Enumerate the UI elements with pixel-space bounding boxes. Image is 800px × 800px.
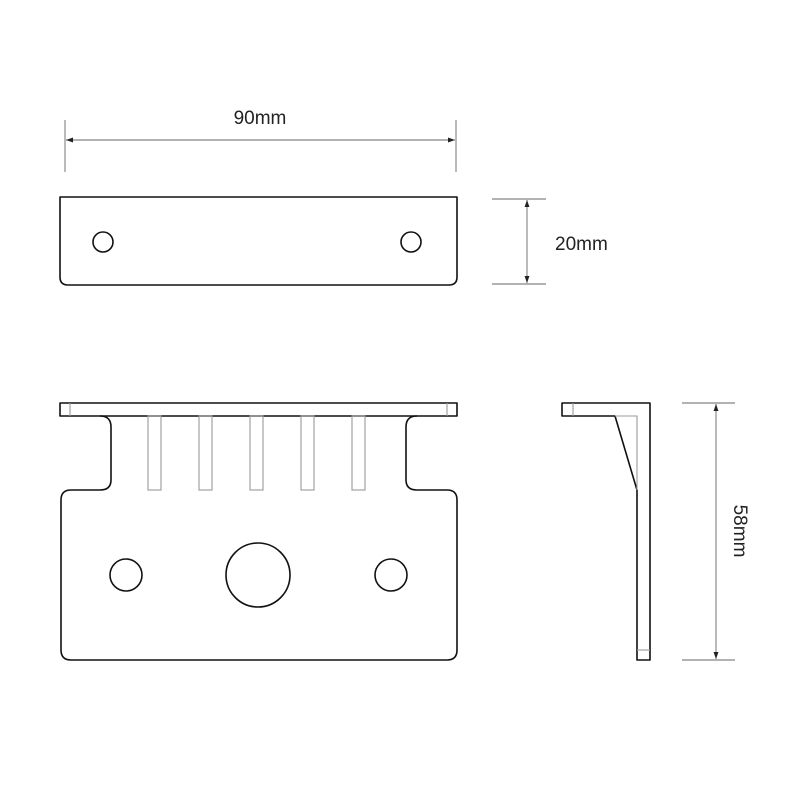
depth-dimension: 20mm [492, 198, 608, 285]
top-view [59, 196, 458, 286]
mounting-hole [109, 558, 143, 592]
width-dimension: 90mm [64, 108, 457, 172]
height-dimension: 58mm [682, 402, 750, 661]
ribs [147, 415, 366, 491]
height-label: 58mm [729, 505, 750, 558]
front-view [59, 402, 458, 661]
mounting-hole [374, 558, 408, 592]
mounting-hole [400, 231, 422, 253]
mounting-hole [92, 231, 114, 253]
center-hole [225, 542, 291, 608]
width-label: 90mm [234, 108, 287, 129]
side-view [561, 402, 651, 661]
depth-label: 20mm [555, 234, 608, 255]
